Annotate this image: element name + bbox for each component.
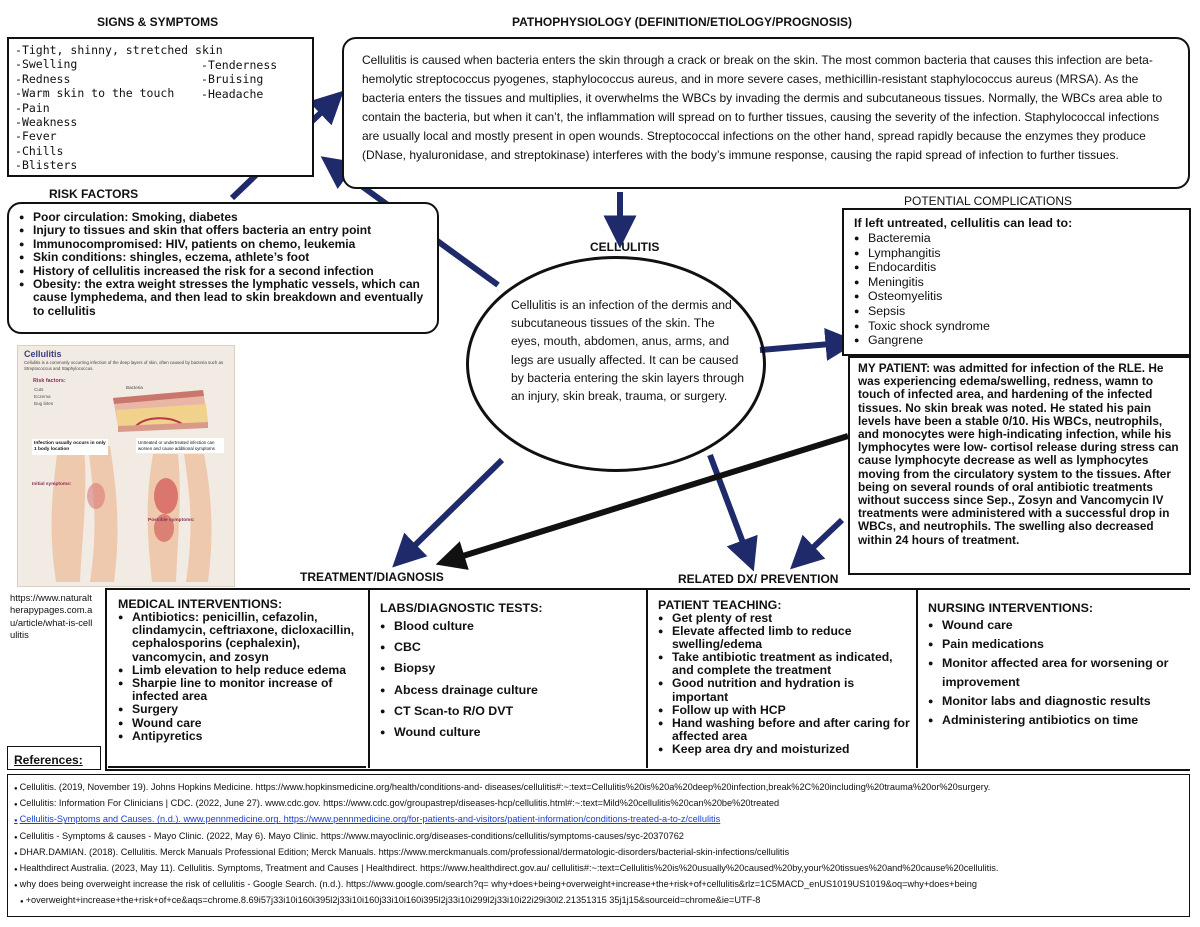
lab-item: Biopsy (380, 658, 642, 679)
medical-item: Antibiotics: penicillin, cefazolin, clin… (118, 611, 362, 664)
medical-box: MEDICAL INTERVENTIONS: Antibiotics: peni… (108, 590, 366, 768)
reference-item-continuation: +overweight+increase+the+risk+of+ce&aqs=… (14, 893, 1183, 909)
lab-item: Wound culture (380, 722, 642, 743)
risk-item: Skin conditions: shingles, eczema, athle… (19, 251, 427, 264)
reference-item: Cellulitis: Information For Clinicians |… (14, 796, 1183, 812)
complication-item: Toxic shock syndrome (854, 319, 1179, 334)
risk-item: History of cellulitis increased the risk… (19, 265, 427, 278)
patho-text: Cellulitis is caused when bacteria enter… (362, 51, 1174, 165)
sign-item: Tenderness (201, 58, 277, 72)
illustration-possible-label: Possible symptoms: (148, 518, 195, 523)
illustration-untreated-note: Untreated or undertreated infection can … (136, 438, 224, 453)
risk-box: Poor circulation: Smoking, diabetes Inju… (7, 202, 439, 334)
related-header: RELATED DX/ PREVENTION (678, 572, 838, 586)
arrow-cellulitis-to-related (710, 455, 748, 556)
signs-list-right: Tenderness Bruising Headache (201, 58, 277, 101)
teaching-item: Good nutrition and hydration is importan… (658, 677, 912, 703)
risk-item: Poor circulation: Smoking, diabetes (19, 211, 427, 224)
cellulitis-header: CELLULITIS (590, 240, 659, 254)
complications-list: Bacteremia Lymphangitis Endocarditis Men… (854, 231, 1179, 348)
teaching-box: PATIENT TEACHING: Get plenty of rest Ele… (646, 590, 916, 768)
references-label: References: (14, 753, 83, 767)
sign-item: Chills (15, 144, 306, 158)
illustration-graphic (18, 346, 234, 586)
complication-item: Meningitis (854, 275, 1179, 290)
medical-item: Antipyretics (118, 730, 362, 743)
cellulitis-text: Cellulitis is an infection of the dermis… (511, 296, 745, 405)
teaching-item: Elevate affected limb to reduce swelling… (658, 625, 912, 651)
treatment-header: TREATMENT/DIAGNOSIS (300, 570, 444, 584)
medical-item: Sharpie line to monitor increase of infe… (118, 677, 362, 703)
illustration-location-note: Infection usually occurs in only 1 body … (32, 439, 108, 455)
medical-item: Surgery (118, 703, 362, 716)
patho-box: Cellulitis is caused when bacteria enter… (342, 37, 1190, 189)
labs-title: LABS/DIAGNOSTIC TESTS: (380, 600, 642, 616)
complication-item: Osteomyelitis (854, 289, 1179, 304)
lab-item: Abcess drainage culture (380, 680, 642, 701)
patient-text: MY PATIENT: was admitted for infection o… (858, 362, 1181, 547)
references-list: Cellulitis. (2019, November 19). Johns H… (14, 780, 1183, 910)
arrow-patient-to-related (802, 520, 842, 558)
illustration-initial-label: Initial symptoms: (32, 482, 71, 487)
nursing-item: Administering antibiotics on time (928, 711, 1186, 730)
teaching-item: Hand washing before and after caring for… (658, 717, 912, 743)
nursing-box: NURSING INTERVENTIONS: Wound care Pain m… (916, 590, 1190, 768)
reference-item: Cellulitis-Symptoms and Causes. (n.d.). … (14, 812, 1183, 828)
complications-box: If left untreated, cellulitis can lead t… (842, 208, 1191, 356)
teaching-list: Get plenty of rest Elevate affected limb… (658, 612, 912, 756)
sign-item: Fever (15, 129, 306, 143)
sign-item: Weakness (15, 115, 306, 129)
sign-item: Pain (15, 101, 306, 115)
sign-item: Bruising (201, 72, 277, 86)
patho-header: PATHOPHYSIOLOGY (DEFINITION/ETIOLOGY/PRO… (512, 15, 852, 29)
arrow-cellulitis-to-treatment (404, 460, 502, 556)
medical-item: Wound care (118, 717, 362, 730)
cellulitis-illustration: Cellulitis Cellulitis is a commonly occu… (17, 345, 235, 587)
complication-item: Endocarditis (854, 260, 1179, 275)
risk-item: Injury to tissues and skin that offers b… (19, 224, 427, 237)
sign-item: Tight, shinny, stretched skin (15, 43, 306, 57)
complication-item: Sepsis (854, 304, 1179, 319)
complications-header: POTENTIAL COMPLICATIONS (904, 194, 1072, 208)
risk-header: RISK FACTORS (49, 187, 138, 201)
reference-item: why does being overweight increase the r… (14, 877, 1183, 893)
risk-item: Obesity: the extra weight stresses the l… (19, 278, 427, 318)
references-box: Cellulitis. (2019, November 19). Johns H… (7, 774, 1190, 917)
nursing-list: Wound care Pain medications Monitor affe… (928, 616, 1186, 730)
risk-item: Immunocompromised: HIV, patients on chem… (19, 238, 427, 251)
nursing-item: Pain medications (928, 635, 1186, 654)
patient-box: MY PATIENT: was admitted for infection o… (848, 356, 1191, 575)
nursing-title: NURSING INTERVENTIONS: (928, 600, 1186, 616)
nursing-item: Monitor labs and diagnostic results (928, 692, 1186, 711)
reference-item: Healthdirect Australia. (2023, May 11). … (14, 861, 1183, 877)
signs-header: SIGNS & SYMPTOMS (97, 15, 218, 29)
labs-box: LABS/DIAGNOSTIC TESTS: Blood culture CBC… (368, 590, 646, 768)
reference-item: Cellulitis. (2019, November 19). Johns H… (14, 780, 1183, 796)
sign-item: Headache (201, 87, 277, 101)
teaching-title: PATIENT TEACHING: (658, 598, 912, 612)
complications-intro: If left untreated, cellulitis can lead t… (854, 216, 1179, 231)
labs-list: Blood culture CBC Biopsy Abcess drainage… (380, 616, 642, 743)
lab-item: CBC (380, 637, 642, 658)
signs-box: Tight, shinny, stretched skin Swelling R… (7, 37, 314, 177)
complication-item: Bacteremia (854, 231, 1179, 246)
complication-item: Lymphangitis (854, 246, 1179, 261)
sign-item: Blisters (15, 158, 306, 172)
complication-item: Gangrene (854, 333, 1179, 348)
lab-item: Blood culture (380, 616, 642, 637)
reference-item: DHAR.DAMIAN. (2018). Cellulitis. Merck M… (14, 845, 1183, 861)
reference-item: Cellulitis - Symptoms & causes - Mayo Cl… (14, 829, 1183, 845)
risk-list: Poor circulation: Smoking, diabetes Inju… (19, 211, 427, 318)
teaching-item: Keep area dry and moisturized (658, 743, 912, 756)
lab-item: CT Scan-to R/O DVT (380, 701, 642, 722)
arrow-cellulitis-to-complications (760, 343, 842, 350)
teaching-item: Take antibiotic treatment as indicated, … (658, 651, 912, 677)
image-source-url[interactable]: https://www.naturaltherapypages.com.au/a… (10, 592, 94, 641)
nursing-item: Monitor affected area for worsening or i… (928, 654, 1186, 692)
references-label-box: References: (7, 746, 101, 770)
medical-list: Antibiotics: penicillin, cefazolin, clin… (118, 611, 362, 743)
nursing-item: Wound care (928, 616, 1186, 635)
teaching-item: Follow up with HCP (658, 704, 912, 717)
